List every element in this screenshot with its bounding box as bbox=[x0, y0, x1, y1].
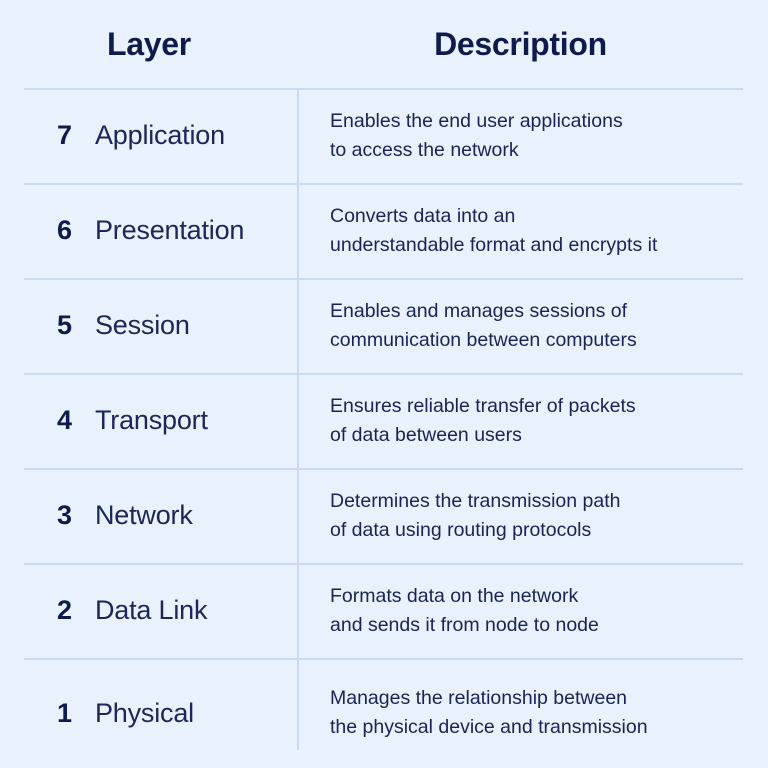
description-line: and sends it from node to node bbox=[330, 613, 599, 636]
layer-number: 1 bbox=[56, 697, 72, 728]
layer-number: 4 bbox=[56, 405, 72, 435]
layer-name: Network bbox=[95, 500, 193, 530]
layer-number: 2 bbox=[56, 595, 72, 625]
column-header-description: Description bbox=[434, 25, 607, 62]
column-header-layer: Layer bbox=[107, 25, 191, 62]
layer-description: Formats data on the network and sends it… bbox=[298, 563, 768, 658]
table-row: 1 Physical Manages the relationship betw… bbox=[0, 658, 768, 768]
table-row: 2 Data Link Formats data on the network … bbox=[0, 563, 768, 658]
description-line: of data between users bbox=[330, 423, 522, 446]
description-line: Enables and manages sessions of bbox=[330, 299, 628, 322]
layer-name: Presentation bbox=[95, 215, 245, 245]
layer-number: 5 bbox=[56, 310, 72, 340]
table-row: 5 Session Enables and manages sessions o… bbox=[0, 278, 768, 373]
layer-name: Data Link bbox=[95, 595, 208, 625]
description-line: Ensures reliable transfer of packets bbox=[330, 394, 636, 417]
description-line: Converts data into an bbox=[330, 204, 516, 227]
layer-number: 6 bbox=[56, 215, 72, 245]
description-line: to access the network bbox=[330, 138, 519, 161]
table-row: 4 Transport Ensures reliable transfer of… bbox=[0, 373, 768, 468]
description-line: Enables the end user applications bbox=[330, 109, 623, 132]
layer-description: Manages the relationship between the phy… bbox=[298, 658, 768, 768]
layer-number: 3 bbox=[56, 500, 72, 530]
layer-number: 7 bbox=[56, 120, 72, 150]
layer-description: Converts data into an understandable for… bbox=[298, 183, 768, 278]
description-line: Formats data on the network bbox=[330, 584, 579, 607]
table-row: 6 Presentation Converts data into an und… bbox=[0, 183, 768, 278]
layer-name: Transport bbox=[95, 405, 208, 435]
layer-name: Application bbox=[95, 120, 225, 150]
description-line: understandable format and encrypts it bbox=[330, 233, 658, 256]
layer-description: Ensures reliable transfer of packets of … bbox=[298, 373, 768, 468]
description-line: Determines the transmission path bbox=[330, 489, 621, 512]
layer-name: Physical bbox=[95, 697, 194, 728]
description-line: of data using routing protocols bbox=[330, 518, 592, 541]
layer-name: Session bbox=[95, 310, 190, 340]
layer-description: Enables and manages sessions of communic… bbox=[298, 278, 768, 373]
layer-description: Enables the end user applications to acc… bbox=[298, 88, 768, 183]
description-line: the physical device and transmission bbox=[330, 716, 648, 738]
table-row: 7 Application Enables the end user appli… bbox=[0, 88, 768, 183]
layer-description: Determines the transmission path of data… bbox=[298, 468, 768, 563]
column-divider bbox=[297, 88, 299, 750]
table-row: 3 Network Determines the transmission pa… bbox=[0, 468, 768, 563]
table-header-row: Layer Description bbox=[0, 0, 768, 88]
description-line: Manages the relationship between bbox=[330, 687, 628, 709]
description-line: communication between computers bbox=[330, 328, 637, 351]
